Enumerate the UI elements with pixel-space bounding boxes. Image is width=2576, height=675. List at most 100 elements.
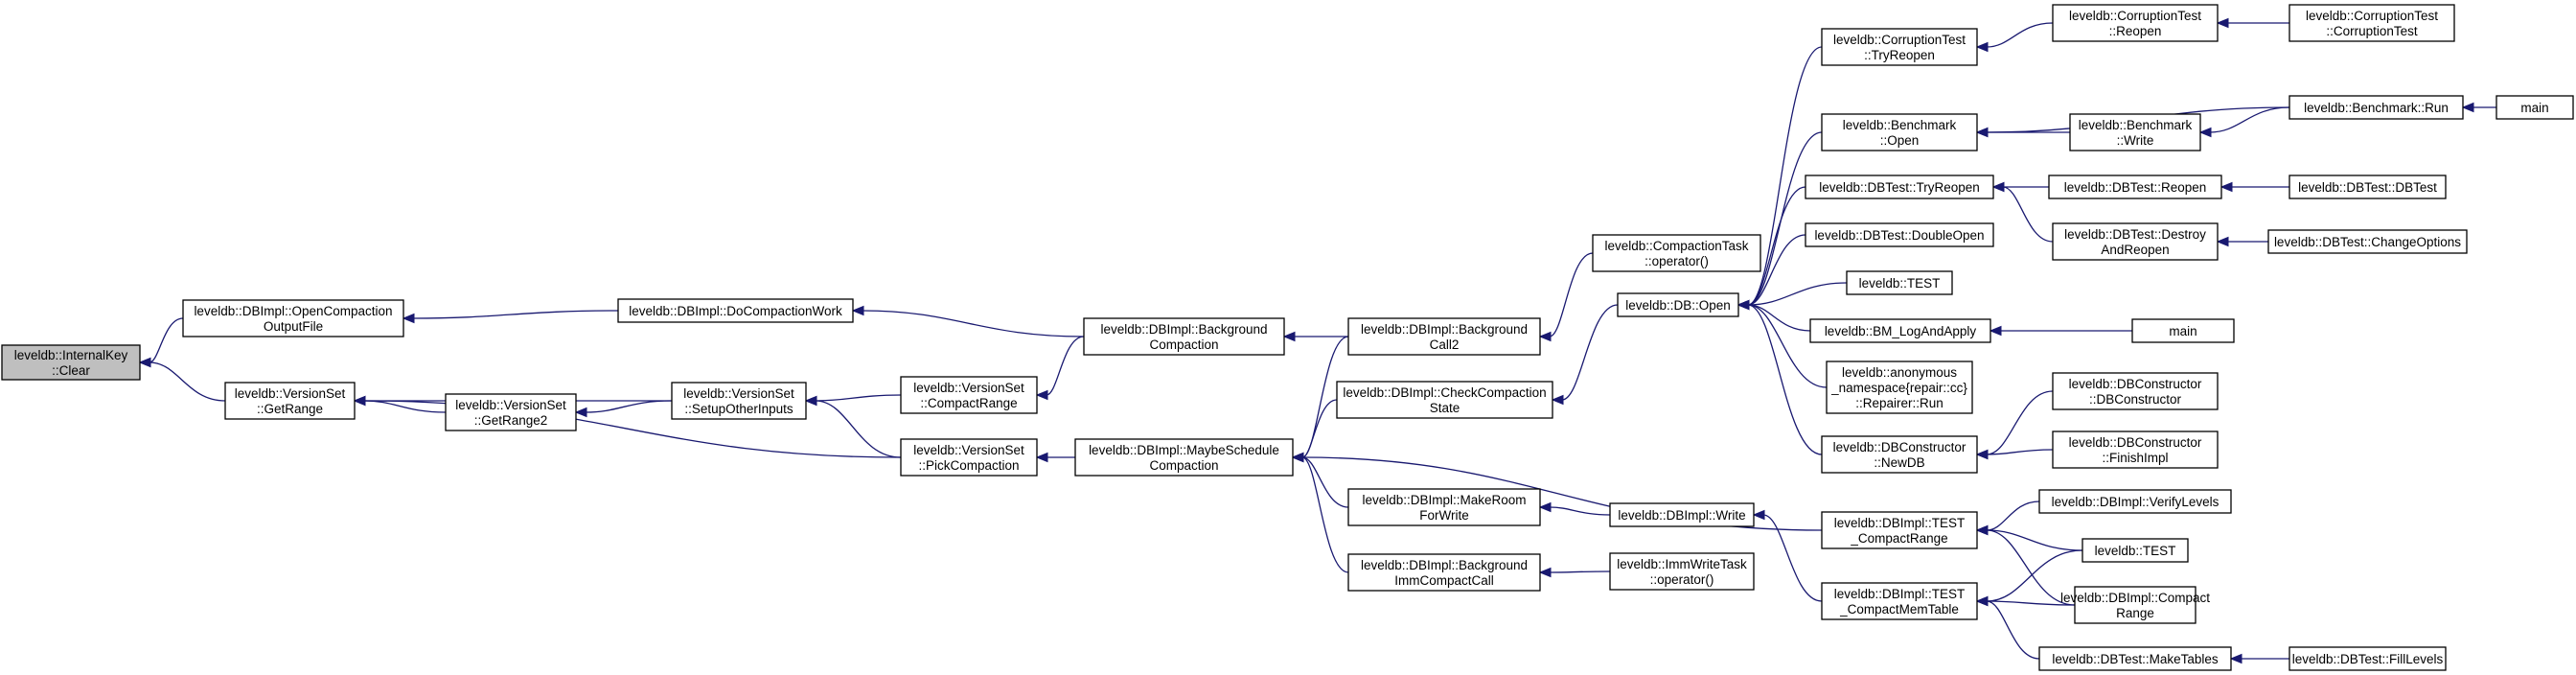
node-label: ::SetupOtherInputs <box>684 402 794 416</box>
function-node-leveldb-dbconstructor-finishimpl[interactable]: leveldb::DBConstructor::FinishImpl <box>2052 431 2219 469</box>
node-label: ::Repairer::Run <box>1855 396 1944 410</box>
node-label: leveldb::DBTest::DBTest <box>2298 180 2437 195</box>
function-node-leveldb-bm-logandapply[interactable]: leveldb::BM_LogAndApply <box>1809 318 1991 343</box>
function-node-leveldb-dbtest-dbtest[interactable]: leveldb::DBTest::DBTest <box>2288 175 2447 199</box>
function-node-leveldb-test[interactable]: leveldb::TEST <box>1846 270 1953 295</box>
node-label: leveldb::DBImpl::CheckCompaction <box>1343 385 1546 400</box>
node-label: leveldb::CorruptionTest <box>2069 9 2201 23</box>
node-box <box>1846 270 1953 295</box>
node-label: leveldb::Benchmark <box>1843 118 1957 132</box>
call-edge <box>2229 653 2289 664</box>
node-label: leveldb::BM_LogAndApply <box>1825 324 1977 338</box>
node-label: ::GetRange2 <box>474 413 548 428</box>
call-edge <box>1975 390 2054 460</box>
call-edge <box>2216 236 2268 247</box>
node-label: leveldb::VersionSet <box>913 381 1024 395</box>
function-node-leveldb-dbtest-filllevels[interactable]: leveldb::DBTest::FillLevels <box>2288 646 2447 671</box>
function-node-main[interactable]: main <box>2131 318 2235 343</box>
node-label: _CompactRange <box>1850 531 1947 546</box>
node-box <box>2052 222 2219 261</box>
node-box <box>1821 511 1978 549</box>
function-node-leveldb-dbtest-maketables[interactable]: leveldb::DBTest::MakeTables <box>2038 646 2232 671</box>
node-label: leveldb::VersionSet <box>235 386 346 401</box>
node-label: main <box>2520 101 2548 115</box>
function-node-leveldb-immwritetask-operator[interactable]: leveldb::ImmWriteTask::operator() <box>1609 552 1755 591</box>
node-box <box>2048 175 2222 199</box>
node-label: Compaction <box>1149 458 1218 473</box>
node-box <box>224 382 356 420</box>
node-label: _namespace{repair::cc} <box>1830 381 1967 395</box>
function-node-leveldb-test[interactable]: leveldb::TEST <box>2082 538 2189 563</box>
function-node-leveldb-compactiontask-operator[interactable]: leveldb::CompactionTask::operator() <box>1592 234 1761 272</box>
function-node-leveldb-benchmark-write[interactable]: leveldb::Benchmark::Write <box>2069 113 2201 151</box>
function-node-leveldb-versionset-pickcompaction[interactable]: leveldb::VersionSet::PickCompaction <box>900 438 1038 477</box>
node-box <box>182 299 404 338</box>
node-label: ::CompactRange <box>920 396 1017 410</box>
node-label: State <box>1430 401 1460 415</box>
function-node-leveldb-dbimpl-test-compactrange[interactable]: leveldb::DBImpl::TEST_CompactRange <box>1821 511 1978 549</box>
node-box <box>1821 435 1978 474</box>
function-node-leveldb-dbconstructor-dbconstructor[interactable]: leveldb::DBConstructor::DBConstructor <box>2052 372 2219 410</box>
node-label: _CompactMemTable <box>1839 602 1959 617</box>
node-label: leveldb::DBTest::ChangeOptions <box>2274 235 2461 249</box>
function-node-leveldb-dbimpl-verifylevels[interactable]: leveldb::DBImpl::VerifyLevels <box>2038 489 2232 514</box>
function-node-leveldb-versionset-compactrange[interactable]: leveldb::VersionSet::CompactRange <box>900 376 1038 414</box>
node-label: leveldb::DBImpl::VerifyLevels <box>2052 495 2220 509</box>
function-node-leveldb-dbimpl-background-immcompactcall[interactable]: leveldb::DBImpl::BackgroundImmCompactCal… <box>1347 553 1541 592</box>
function-node-leveldb-versionset-getrange2[interactable]: leveldb::VersionSet::GetRange2 <box>445 393 577 431</box>
node-box <box>1347 317 1541 356</box>
node-label: ::Clear <box>52 363 90 378</box>
node-label: leveldb::DBImpl::Background <box>1361 558 1528 572</box>
function-node-leveldb-dbimpl-compact-range[interactable]: leveldb::DBImpl::CompactRange <box>2060 586 2210 624</box>
function-node-leveldb-dbimpl-write[interactable]: leveldb::DBImpl::Write <box>1609 502 1755 527</box>
call-edge <box>1736 299 1823 455</box>
function-node-leveldb-db-open[interactable]: leveldb::DB::Open <box>1617 292 1739 317</box>
call-edge <box>1551 304 1619 406</box>
function-node-leveldb-versionset-getrange[interactable]: leveldb::VersionSet::GetRange <box>224 382 356 420</box>
call-edge <box>1975 22 2054 53</box>
function-node-leveldb-dbconstructor-newdb[interactable]: leveldb::DBConstructor::NewDB <box>1821 435 1978 474</box>
node-label: leveldb::DBImpl::TEST <box>1834 587 1966 601</box>
call-edge <box>1538 501 1611 516</box>
call-edge <box>2220 181 2289 193</box>
function-node-leveldb-dbimpl-test-compactmemtable[interactable]: leveldb::DBImpl::TEST_CompactMemTable <box>1821 582 1978 620</box>
node-box <box>2069 113 2201 151</box>
function-node-leveldb-dbimpl-opencompaction-outputfile[interactable]: leveldb::DBImpl::OpenCompactionOutputFil… <box>182 299 404 338</box>
call-edge <box>804 394 902 407</box>
node-box <box>671 382 807 420</box>
node-label: Call2 <box>1430 338 1460 352</box>
node-box <box>900 438 1038 477</box>
call-edge <box>1752 509 1823 602</box>
node-box <box>1347 553 1541 592</box>
function-node-leveldb-versionset-setupotherinputs[interactable]: leveldb::VersionSet::SetupOtherInputs <box>671 382 807 420</box>
function-node-leveldb-corruptiontest-corruptiontest[interactable]: leveldb::CorruptionTest::CorruptionTest <box>2288 4 2455 42</box>
function-node-leveldb-dbtest-tryreopen[interactable]: leveldb::DBTest::TryReopen <box>1805 175 1994 199</box>
function-node-leveldb-corruptiontest-tryreopen[interactable]: leveldb::CorruptionTest::TryReopen <box>1821 28 1978 66</box>
function-node-leveldb-dbtest-changeoptions[interactable]: leveldb::DBTest::ChangeOptions <box>2267 229 2468 254</box>
function-node-leveldb-benchmark-open[interactable]: leveldb::Benchmark::Open <box>1821 113 1978 151</box>
function-node-leveldb-dbtest-doubleopen[interactable]: leveldb::DBTest::DoubleOpen <box>1805 222 1994 247</box>
node-box <box>1805 222 1994 247</box>
node-label: leveldb::DBImpl::TEST <box>1834 516 1966 530</box>
function-node-leveldb-benchmark-run[interactable]: leveldb::Benchmark::Run <box>2288 95 2464 120</box>
node-label: leveldb::DBImpl::MakeRoom <box>1362 493 1526 507</box>
node-label: OutputFile <box>264 319 323 334</box>
function-node-leveldb-corruptiontest-reopen[interactable]: leveldb::CorruptionTest::Reopen <box>2052 4 2219 42</box>
call-edge <box>574 400 673 418</box>
root-node-leveldb-internalkey-clear[interactable]: leveldb::InternalKey::Clear <box>1 344 141 381</box>
function-node-leveldb-anonymous-namespace-repair-cc-repairer-run[interactable]: leveldb::anonymous_namespace{repair::cc}… <box>1826 361 1973 414</box>
call-edge <box>1975 449 2054 460</box>
node-box <box>2038 646 2232 671</box>
function-node-main[interactable]: main <box>2496 95 2574 120</box>
function-node-leveldb-dbimpl-docompactionwork[interactable]: leveldb::DBImpl::DoCompactionWork <box>617 298 854 323</box>
call-edge <box>1035 452 1075 463</box>
node-box <box>2267 229 2468 254</box>
node-box <box>2074 586 2196 624</box>
function-node-leveldb-dbtest-reopen[interactable]: leveldb::DBTest::Reopen <box>2048 175 2222 199</box>
